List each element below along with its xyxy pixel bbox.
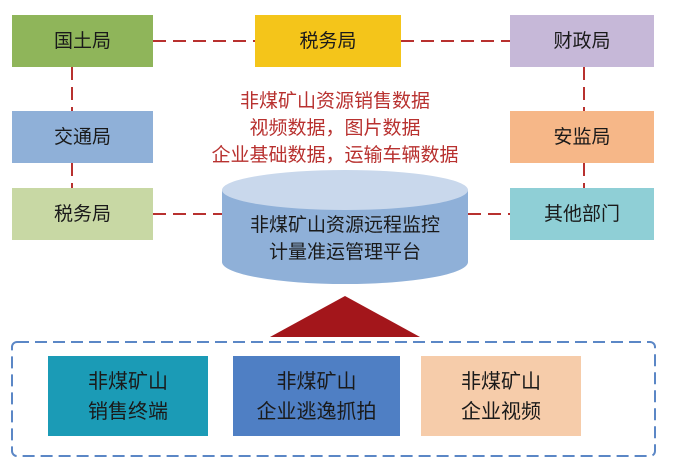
source-box-evasion-capture: 非煤矿山 企业逃逸抓拍 bbox=[233, 356, 400, 436]
cylinder-top bbox=[222, 170, 468, 210]
platform-cylinder bbox=[222, 170, 468, 284]
dept-box-caizheng: 财政局 bbox=[510, 15, 654, 67]
dept-label-anjian: 安监局 bbox=[553, 126, 611, 148]
dept-label-shuiwu-top: 税务局 bbox=[299, 30, 357, 52]
data-type-line-1: 非煤矿山资源销售数据 bbox=[239, 90, 430, 112]
source-box-sales-terminal: 非煤矿山 销售终端 bbox=[48, 356, 208, 436]
data-type-line-3: 企业基础数据，运输车辆数据 bbox=[211, 144, 459, 166]
source-box-enterprise-video: 非煤矿山 企业视频 bbox=[421, 356, 581, 436]
source-label-enterprise-video: 非煤矿山 企业视频 bbox=[461, 369, 541, 423]
source-label-evasion-capture: 非煤矿山 企业逃逸抓拍 bbox=[256, 369, 377, 423]
dept-label-guotu: 国土局 bbox=[53, 30, 111, 52]
dept-box-qita: 其他部门 bbox=[510, 188, 654, 240]
dept-label-shuiwu-left: 税务局 bbox=[53, 203, 111, 225]
data-source-frame bbox=[11, 341, 656, 457]
dept-label-caizheng: 财政局 bbox=[553, 30, 611, 52]
dept-box-anjian: 安监局 bbox=[510, 111, 654, 163]
connector-lines bbox=[71, 40, 585, 215]
dept-box-guotu: 国土局 bbox=[12, 15, 153, 67]
dept-label-qita: 其他部门 bbox=[543, 203, 620, 225]
source-label-sales-terminal: 非煤矿山 销售终端 bbox=[88, 369, 168, 423]
upward-arrow bbox=[270, 296, 420, 337]
data-types-text: 非煤矿山资源销售数据 视频数据，图片数据 企业基础数据，运输车辆数据 bbox=[185, 88, 485, 169]
data-type-line-2: 视频数据，图片数据 bbox=[249, 117, 421, 139]
dept-box-shuiwu-top: 税务局 bbox=[255, 15, 401, 67]
dept-box-jiaotong: 交通局 bbox=[12, 111, 153, 163]
cylinder-body bbox=[222, 190, 468, 284]
platform-label: 非煤矿山资源远程监控 计量准运管理平台 bbox=[249, 214, 440, 263]
dept-box-shuiwu-left: 税务局 bbox=[12, 188, 153, 240]
dept-label-jiaotong: 交通局 bbox=[53, 126, 111, 148]
